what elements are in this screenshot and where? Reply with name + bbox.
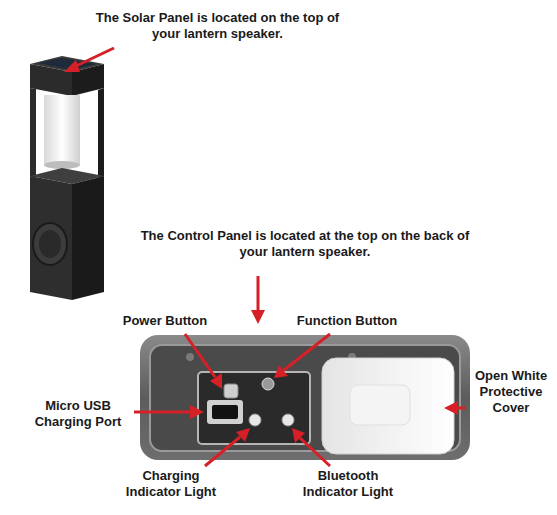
callout-label: Power Button (110, 313, 220, 329)
callout-label: The Solar Panel is located on the top of… (85, 10, 350, 42)
callout-label: Bluetooth Indicator Light (292, 468, 404, 500)
lantern-speaker (30, 56, 104, 300)
callout-label: The Control Panel is located at the top … (140, 228, 470, 260)
callout-label: Function Button (282, 313, 412, 329)
callout-label: Open White Protective Cover (468, 368, 554, 416)
callout-label: Micro USB Charging Port (24, 398, 132, 430)
callout-label: Charging Indicator Light (115, 468, 227, 500)
